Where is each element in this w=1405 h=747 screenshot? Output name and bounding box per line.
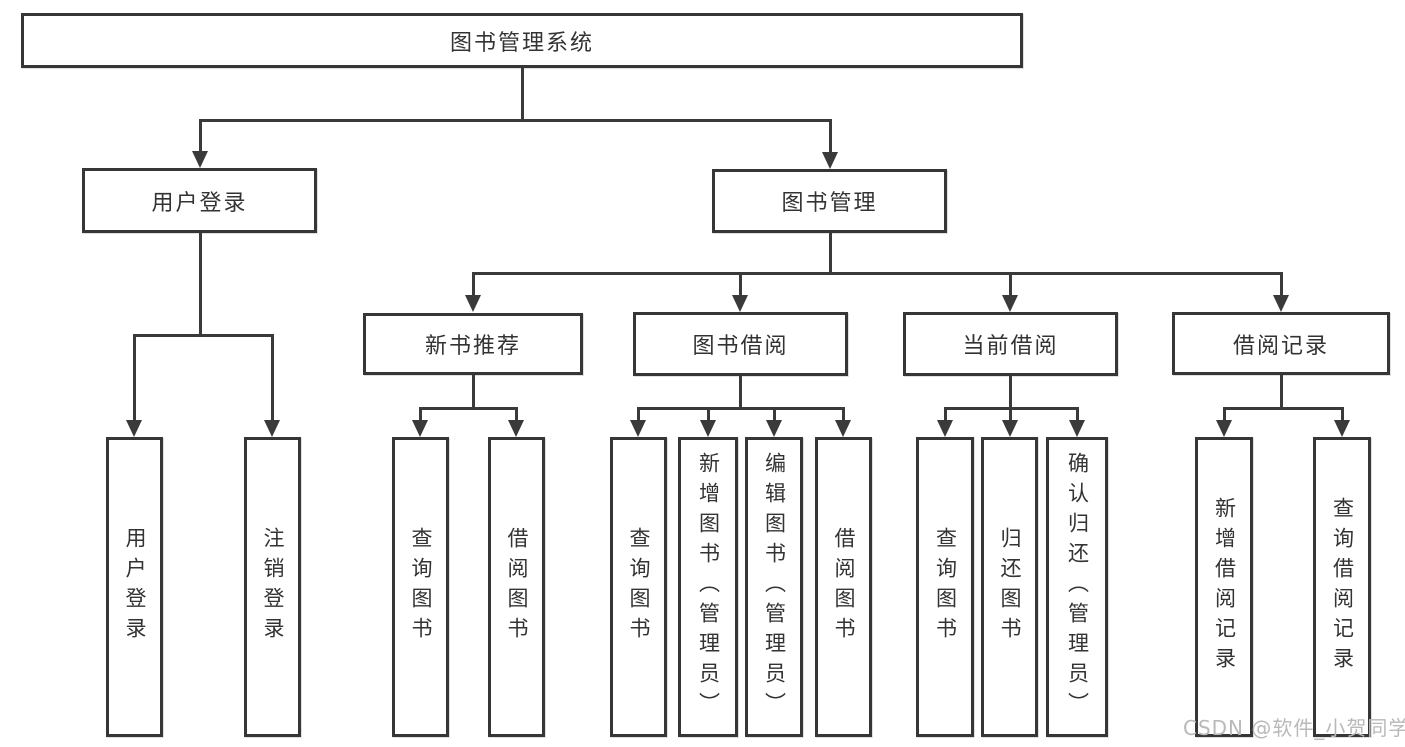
arrowhead-icon [264,420,280,437]
connector-line [1222,406,1344,410]
leaf-logout-login-label: 注销登录 [261,527,285,647]
connector-line [1279,375,1283,409]
leaf-return-books-label: 归还图书 [998,527,1022,647]
connector-line [772,407,776,422]
connector-line [1008,272,1012,298]
leaf-query-books-borrowing-label: 查询图书 [627,527,651,647]
arrowhead-icon [1002,295,1018,312]
connector-line [471,375,475,409]
leaf-logout-login: 注销登录 [244,437,301,737]
node-borrowing-records-label: 借阅记录 [1232,333,1329,359]
connector-line [943,407,947,422]
node-user-login-label: 用户登录 [151,190,248,216]
leaf-add-borrow-record: 新增借阅记录 [1195,437,1253,737]
arrowhead-icon [700,420,716,437]
arrowhead-icon [822,152,838,169]
connector-line [636,406,845,410]
node-book-management: 图书管理 [712,169,947,233]
arrowhead-icon [1216,420,1232,437]
connector-line [1279,272,1283,298]
leaf-borrow-books-recommend: 借阅图书 [488,437,545,737]
connector-line [636,407,640,422]
connector-line [1075,407,1079,422]
connector-line [1008,376,1012,409]
leaf-add-borrow-record-label: 新增借阅记录 [1212,497,1237,677]
connector-line [198,233,202,337]
connector-line [1222,407,1226,422]
leaf-edit-books-admin-label: 编辑图书（管理员） [762,452,787,722]
arrowhead-icon [508,420,524,437]
connector-line [1340,407,1344,422]
arrowhead-icon [1273,295,1289,312]
connector-line [198,118,832,122]
connector-line [738,376,742,409]
connector-line [1008,407,1012,422]
leaf-add-books-admin-label: 新增图书（管理员） [696,452,721,722]
leaf-confirm-return-admin-label: 确认归还（管理员） [1065,452,1090,722]
arrowhead-icon [126,420,142,437]
leaf-user-login-label: 用户登录 [123,527,147,647]
connector-line [520,68,524,121]
connector-line [738,272,742,298]
node-book-management-label: 图书管理 [781,191,878,216]
arrowhead-icon [192,151,208,168]
leaf-query-books-borrowing: 查询图书 [610,437,667,737]
leaf-query-borrow-record: 查询借阅记录 [1313,437,1371,737]
connector-line [198,119,202,153]
arrowhead-icon [1069,420,1085,437]
node-current-borrowing: 当前借阅 [903,312,1118,376]
leaf-borrow-books-borrowing-label: 借阅图书 [832,527,856,647]
arrowhead-icon [1002,420,1018,437]
connector-line [418,407,422,422]
arrowhead-icon [835,420,851,437]
node-book-borrowing: 图书借阅 [633,312,848,376]
arrowhead-icon [412,420,428,437]
connector-line [706,407,710,422]
leaf-borrow-books-borrowing: 借阅图书 [815,437,872,737]
connector-line [471,272,475,298]
arrowhead-icon [937,420,953,437]
connector-line [514,407,518,422]
leaf-query-borrow-record-label: 查询借阅记录 [1330,497,1355,677]
leaf-borrow-books-recommend-label: 借阅图书 [505,527,529,647]
node-borrowing-records: 借阅记录 [1172,312,1390,375]
leaf-add-books-admin: 新增图书（管理员） [678,437,738,737]
leaf-user-login: 用户登录 [106,437,163,737]
leaf-return-books: 归还图书 [981,437,1038,737]
arrowhead-icon [1334,420,1350,437]
node-root-label: 图书管理系统 [449,30,594,56]
leaf-confirm-return-admin: 确认归还（管理员） [1046,437,1108,737]
connector-line [841,407,845,422]
node-root: 图书管理系统 [21,13,1023,68]
connector-line [828,119,832,155]
leaf-query-books-recommend-label: 查询图书 [409,527,433,647]
arrowhead-icon [630,420,646,437]
node-user-login: 用户登录 [82,168,317,233]
connector-line [418,406,518,410]
leaf-query-books-current-label: 查询图书 [933,527,958,647]
arrowhead-icon [766,420,782,437]
connector-line [943,406,1079,410]
node-book-borrowing-label: 图书借阅 [692,334,789,359]
arrowhead-icon [465,295,481,312]
leaf-edit-books-admin: 编辑图书（管理员） [745,437,803,737]
connector-line [132,334,136,422]
node-current-borrowing-label: 当前借阅 [962,334,1059,359]
connector-line [471,271,1283,275]
node-new-book-recommend-label: 新书推荐 [424,334,521,359]
node-new-book-recommend: 新书推荐 [363,313,583,375]
leaf-query-books-current: 查询图书 [916,437,974,737]
leaf-query-books-recommend: 查询图书 [392,437,449,737]
csdn-watermark: CSDN @软件_小贺同学 [1183,716,1405,740]
arrowhead-icon [732,295,748,312]
connector-line [270,334,274,422]
connector-line [828,233,832,274]
connector-line [132,333,274,337]
